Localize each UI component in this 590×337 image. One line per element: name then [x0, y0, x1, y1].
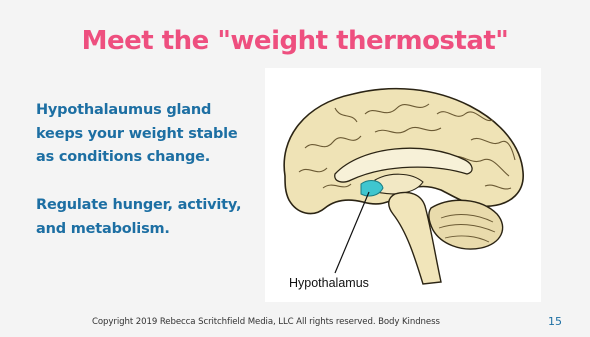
body-paragraph-2: Regulate hunger, activity, and metabolis… [36, 194, 266, 241]
brain-illustration [265, 68, 541, 302]
hypothalamus-label: Hypothalamus [289, 276, 369, 290]
page-number: 15 [548, 315, 562, 328]
thalamus [375, 174, 423, 194]
pointer-line [335, 192, 369, 273]
brain-diagram: Hypothalamus [265, 68, 541, 302]
slide-title: Meet the "weight thermostat" [0, 26, 590, 56]
body-paragraph-1: Hypothalaumus gland keeps your weight st… [36, 99, 251, 170]
copyright-footer: Copyright 2019 Rebecca Scritchfield Medi… [92, 317, 440, 327]
